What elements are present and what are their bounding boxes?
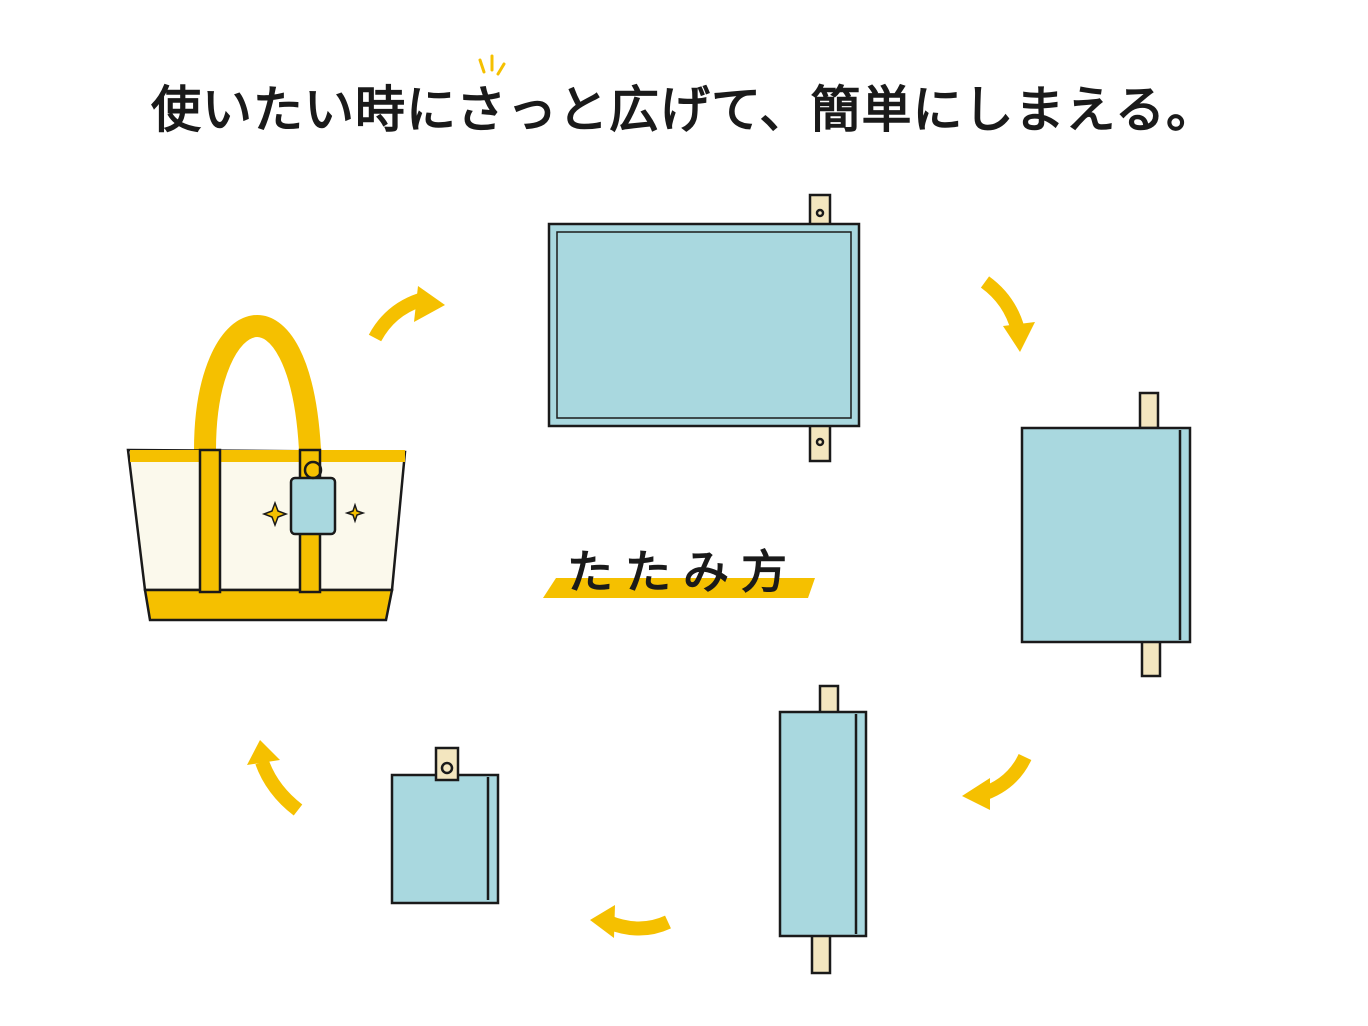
sparkle-lines-icon	[478, 54, 506, 76]
pouch-icon	[289, 476, 337, 536]
headline: 使いたい時にさっと広げて、簡単にしまえる。	[151, 81, 1217, 139]
arrow-icon	[980, 276, 1025, 333]
strip-folded-sheet	[778, 684, 868, 975]
sparkle-icon	[261, 500, 366, 528]
folding-method-label: たたみ方	[567, 545, 799, 599]
label-highlight	[543, 578, 815, 598]
tote-bag-illustration	[126, 315, 407, 622]
arrow-icon	[605, 915, 671, 936]
unfolded-sheet	[547, 193, 861, 463]
arrow-icon	[255, 759, 303, 816]
compact-folded-pouch	[390, 746, 500, 905]
half-folded-sheet	[1020, 391, 1192, 678]
arrow-icon	[368, 293, 423, 342]
